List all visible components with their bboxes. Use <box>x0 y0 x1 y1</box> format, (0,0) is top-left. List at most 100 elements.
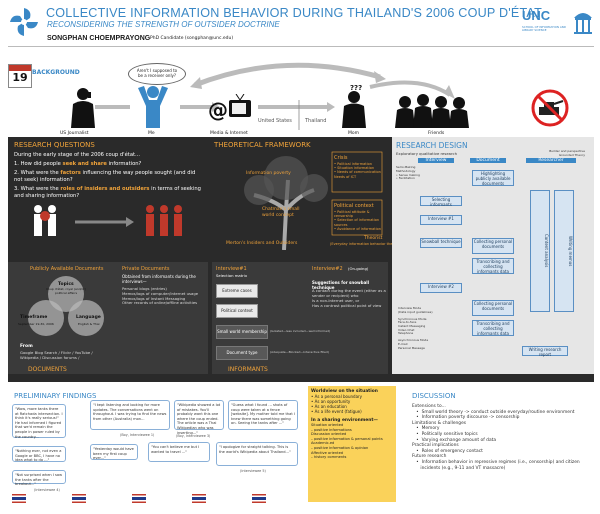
discussion-list: Extensions to... • Small world theory ->… <box>412 404 580 471</box>
framework-info-poverty: Information poverty <box>246 171 291 176</box>
insider-outsider-figures-icon <box>34 205 182 236</box>
tank-prohibited-icon <box>531 89 569 127</box>
documents-from-label: From <box>20 344 33 349</box>
speaker-label-4: (Interviewee 5) <box>240 469 266 473</box>
venn-topics: Topics <box>58 282 74 287</box>
rd-step-collecting1: Collecting personal documents <box>472 238 514 254</box>
interview1-title: Interview#1 <box>216 266 247 272</box>
unc-logo-subtext: SCHOOL OF INFORMATION AND LIBRARY SCIENC… <box>522 25 567 33</box>
rd-left-notes: Semi-Making Methodology • Sense making •… <box>396 165 420 181</box>
quote-bubble-3: "Wikipedia showed a lot of mistakes. You… <box>174 400 224 435</box>
rd-step-transcribing2: Transcribing and collecting informants d… <box>472 320 514 336</box>
person-label-media: Media & Internet <box>210 131 248 136</box>
private-docs-intro: Obtained from informants during the inte… <box>122 274 196 284</box>
public-docs-title: Publicly Available Documents <box>30 266 104 272</box>
snowball-title: Suggestions for snowball technique <box>312 280 370 290</box>
column-interview: Interview <box>418 158 454 163</box>
research-design-subtitle: Exploratory qualitative research <box>396 151 457 156</box>
framework-merton: Merton's Insiders and Outsiders <box>226 241 298 246</box>
poster-subtitle: RECONSIDERING THE STRENGTH OF OUTSIDER D… <box>47 20 280 29</box>
findings-title: PRELIMINARY FINDINGS <box>14 392 97 400</box>
country-label-us: United States <box>258 118 292 124</box>
quote-bubble-7: "You can't believe me but I wanted to tr… <box>148 442 210 462</box>
country-label-thailand: Thailand <box>305 118 327 124</box>
pinwheel-logo-icon <box>8 6 40 38</box>
person-label-friends: Friends <box>428 131 445 136</box>
research-question-3: 3. What were the roles of insiders and o… <box>14 186 201 199</box>
me-person-icon <box>138 86 168 128</box>
research-question-1: 1. How did people seek and share informa… <box>14 161 142 167</box>
friends-group-icon <box>395 94 469 128</box>
thai-flags-decoration <box>12 494 266 503</box>
rd-writing-memos: Writing memos <box>554 190 574 312</box>
rd-step-collecting2: Collecting personal documents <box>472 300 514 316</box>
documents-section-title: DOCUMENTS <box>28 366 67 373</box>
informant-small-world-sub: (Isolated—less included—well informed) <box>270 329 331 333</box>
speaker-label-3: (Interviewee 4) <box>34 488 60 492</box>
informant-row-extreme: Extreme cases <box>216 284 258 298</box>
informant-document-type-sub: (Adequate—Blocked—Interactive filled) <box>270 350 329 354</box>
informant-row-small-world: Small world membership <box>216 325 268 339</box>
worldview-title: Worldview on the situation <box>311 389 378 394</box>
framework-theorist: Theorist <box>364 236 383 241</box>
framework-small-world: Chatman's small world concept <box>262 207 300 218</box>
quote-bubble-1: "Wow, more tanks there at Ratchada inter… <box>12 404 66 439</box>
quote-bubble-8: "I apologize for straight talking. This … <box>216 442 298 466</box>
discussion-title: DISCUSSION <box>412 392 456 400</box>
venn-language: Language <box>76 315 101 320</box>
rd-right-notes: Builder and perspective Grounded Theory <box>549 149 585 157</box>
speech-bubble-text: Aren't I supposed to be a receiver only? <box>136 68 178 78</box>
old-well-icon <box>574 13 592 34</box>
author-affiliation: PhD Candidate (songphan@unc.edu) <box>150 36 234 41</box>
rd-step-writing-report: Writing research report <box>522 346 568 357</box>
informants-section-title: INFORMANTS <box>228 366 268 373</box>
rd-interview-mode: Interview Mode (Data input guidelines) S… <box>398 306 433 350</box>
rd-step-interview2: Interview #2 <box>420 283 462 293</box>
rd-step-interview1: Interview #1 <box>420 215 462 225</box>
framework-crisis-label: Crisis <box>334 155 348 161</box>
rd-step-snowball: Snowball technique <box>420 238 462 248</box>
speaker-label-2: (Boy, Interviewee 3) <box>176 434 211 438</box>
research-questions-intro: During the early stage of the 2006 coup … <box>14 152 140 158</box>
sharing-title: In a sharing environment— <box>311 418 378 423</box>
worldview-box: Worldview on the situation • As a person… <box>308 386 396 502</box>
interview2-title: Interview#2 <box>312 266 343 272</box>
framework-political-items: • Political attitude & censorship • Sele… <box>334 210 382 231</box>
tv-icon <box>229 94 251 117</box>
calendar-day: 19 <box>12 71 28 84</box>
column-researcher: Researcher <box>526 158 576 163</box>
quote-bubble-2: "I kept listening and looking for more u… <box>90 400 170 430</box>
rd-step-selecting: Selecting informants <box>420 196 462 207</box>
informant-row-political: Political context <box>216 304 258 318</box>
framework-title: THEORETICAL FRAMEWORK <box>214 141 311 149</box>
informant-row-document-type: Document type <box>216 346 268 360</box>
framework-tree-diagram <box>244 151 383 250</box>
framework-crisis-items: • Political information • Situation info… <box>334 162 381 179</box>
framework-political-context: Political context <box>334 203 374 209</box>
research-design-title: RESEARCH DESIGN <box>396 141 468 150</box>
unc-logo: UNC SCHOOL OF INFORMATION AND LIBRARY SC… <box>520 6 595 40</box>
unc-logo-text: UNC <box>522 8 551 23</box>
research-questions-title: RESEARCH QUESTIONS <box>14 141 95 149</box>
private-docs-list: Personal blogs (entries) Memos/logs of c… <box>122 286 199 306</box>
person-label-mom: Mom <box>348 131 360 136</box>
header-divider <box>8 46 594 47</box>
quote-bubble-9: "Not surprised when I saw the tanks afte… <box>12 470 66 486</box>
rd-content-analysis: Content analysis <box>530 190 550 312</box>
venn-topics-sub: Coup d'état, royal (and/or) political af… <box>46 287 86 295</box>
research-question-2: 2. What were the factors influencing the… <box>14 170 196 183</box>
interview1-subtitle: Selection matrix <box>216 273 248 278</box>
person-label-me: Me <box>148 131 155 136</box>
quote-bubble-5: "Nothing ever, not even a Google or BBC,… <box>12 446 66 462</box>
quote-bubble-6: "Yesterday would have been my first coup… <box>90 444 138 460</box>
venn-language-sub: English & Thai <box>78 322 100 326</box>
interview2-subtitle: (On-going) <box>348 266 369 271</box>
speaker-label-1: (Boy, Interviewee 1) <box>120 433 155 437</box>
documents-venn-diagram <box>28 276 104 336</box>
venn-timeframe: Timeframe <box>20 315 48 320</box>
at-sign-icon: @ <box>208 98 228 122</box>
background-section-title: BACKGROUND <box>32 69 80 76</box>
speech-bubble: Aren't I supposed to be a receiver only? <box>128 63 186 85</box>
documents-from-item-1: Google Blog Search / Flickr / YouTube / <box>20 350 93 355</box>
venn-timeframe-sub: September 19-30, 2006 <box>18 322 54 326</box>
